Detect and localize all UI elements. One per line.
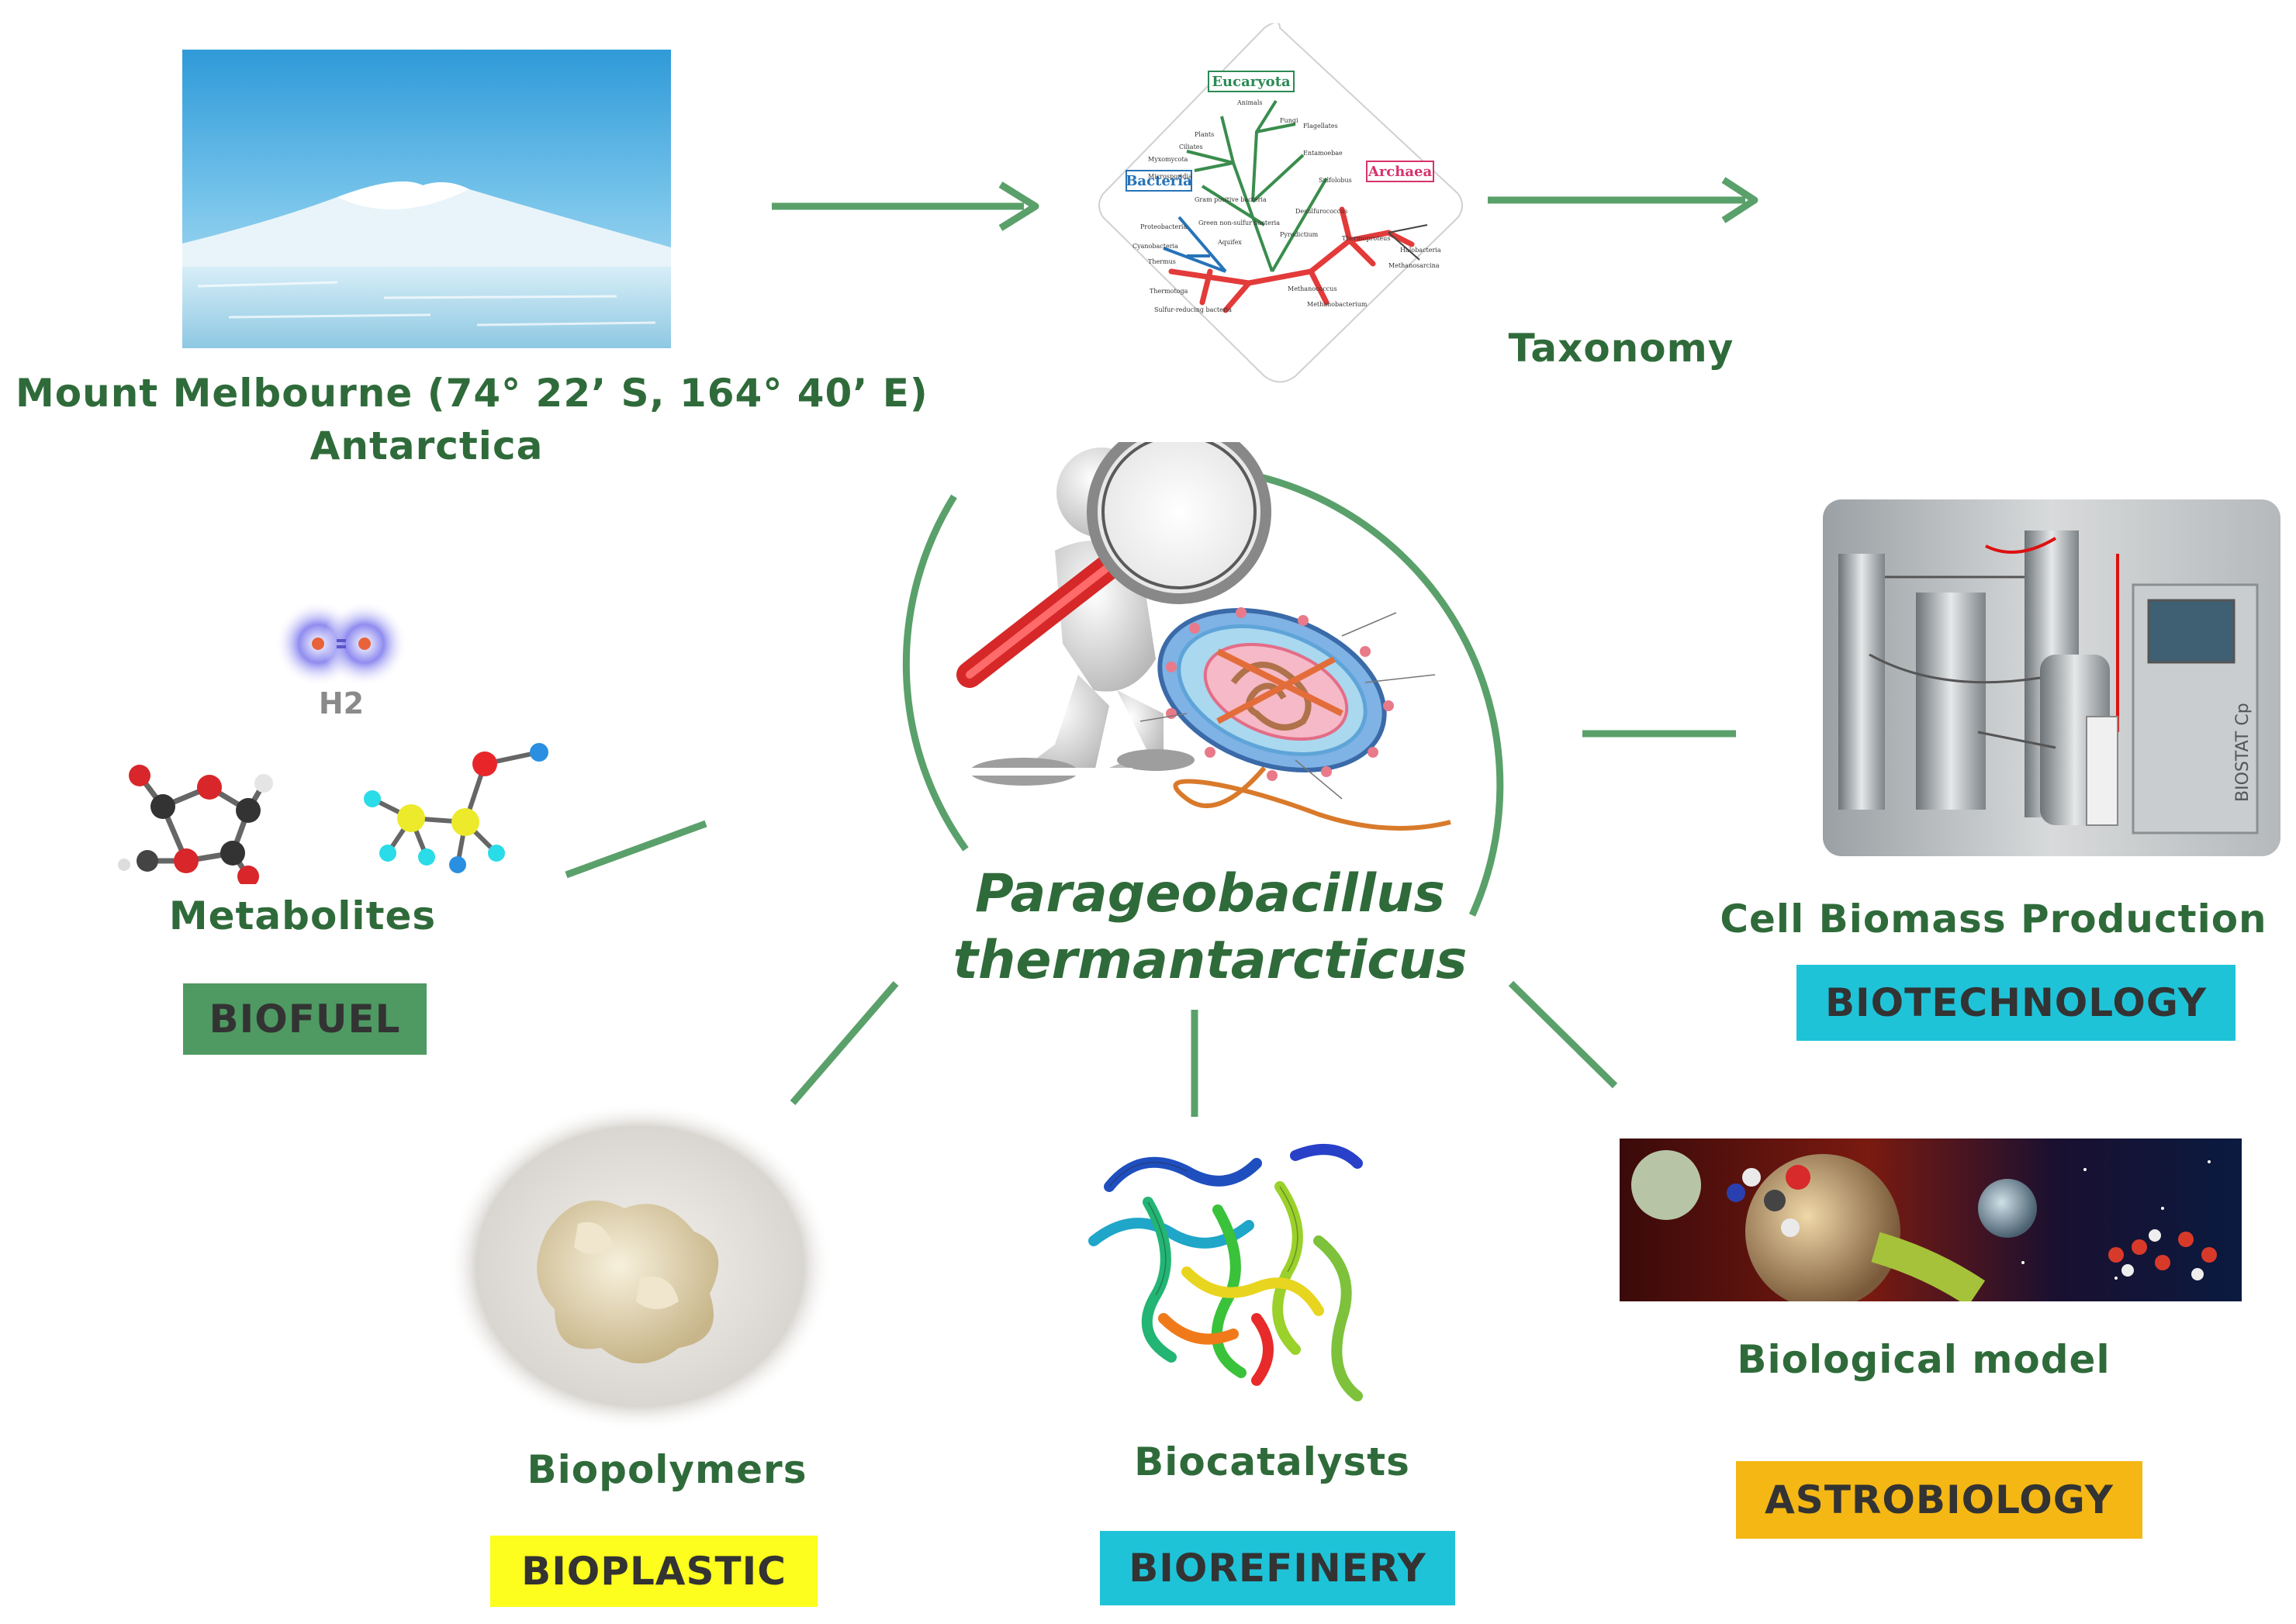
biotechnology-tag: BIOTECHNOLOGY (1796, 965, 2235, 1041)
center-title-line2: thermantarcticus (953, 930, 1468, 991)
mount-melbourne-photo (182, 50, 671, 348)
svg-text:Flagellates: Flagellates (1303, 123, 1338, 130)
biopolymer-sample-photo (448, 1102, 832, 1431)
svg-text:Proteobacteria: Proteobacteria (1140, 223, 1187, 230)
svg-text:Methanobacterium: Methanobacterium (1307, 301, 1368, 308)
h2-text: H2 (319, 686, 364, 720)
spoke-biopolymers (790, 981, 899, 1105)
biostat-panel-text: BIOSTAT Cp (2233, 703, 2253, 802)
svg-text:Fungi: Fungi (1280, 117, 1298, 124)
tree-archaea-label: Archaea (1368, 164, 1433, 180)
tree-frame (1098, 23, 1463, 383)
lactide-molecule-icon (118, 765, 273, 884)
svg-text:Ciliates: Ciliates (1179, 143, 1203, 150)
svg-text:Thermoproteus: Thermoproteus (1342, 235, 1390, 242)
biomass-label: Cell Biomass Production (1720, 897, 2267, 942)
tree-eucaryota-label: Eucaryota (1212, 74, 1291, 90)
tree-bacteria-label: Bacteria (1126, 173, 1192, 189)
center-circle-left-arc (902, 494, 969, 852)
svg-text:Green non-sulfur bacteria: Green non-sulfur bacteria (1198, 219, 1280, 226)
h2-molecule-icon: H2 (275, 601, 407, 720)
biological-model-label: Biological model (1737, 1337, 2111, 1382)
arrow-antarctica-to-tree (772, 181, 1039, 231)
biorefinery-tag: BIOREFINERY (1100, 1531, 1455, 1605)
svg-text:Thermotoga: Thermotoga (1150, 288, 1188, 295)
svg-text:Entamoebae: Entamoebae (1303, 150, 1343, 157)
astrobiology-tag: ASTROBIOLOGY (1736, 1461, 2142, 1539)
svg-text:Gram positive bacteria: Gram positive bacteria (1195, 196, 1267, 203)
bioreactor-photo: BIOSTAT Cp (1823, 499, 2280, 856)
svg-text:Plants: Plants (1195, 131, 1214, 138)
antarctica-label-line2: Antarctica (309, 423, 544, 468)
svg-text:Methanococcus: Methanococcus (1288, 285, 1337, 292)
bacterium-cell-illustration (1140, 607, 1451, 831)
svg-text:Pyrodictium: Pyrodictium (1280, 231, 1319, 238)
taxonomy-label: Taxonomy (1508, 326, 1734, 371)
center-title-line1: Parageobacillus (975, 863, 1445, 924)
svg-text:Sulfolobus: Sulfolobus (1319, 177, 1352, 184)
antarctica-label-line1: Mount Melbourne (74° 22’ S, 164° 40’ E) (16, 371, 928, 416)
spoke-model (1508, 980, 1618, 1089)
ethanol-molecule-icon (364, 743, 548, 873)
svg-text:Methanosarcina: Methanosarcina (1388, 262, 1440, 269)
researcher-with-magnifier (946, 442, 1271, 786)
astrobiology-collage (1620, 1139, 2242, 1301)
bioplastic-tag: BIOPLASTIC (490, 1536, 818, 1607)
biofuel-tag: BIOFUEL (183, 983, 427, 1055)
protein-structure-image (1088, 1144, 1363, 1401)
spoke-metabolites (565, 820, 707, 879)
svg-text:Halobacteria: Halobacteria (1400, 247, 1441, 254)
phylogenetic-tree: Eucaryota Bacteria Archaea AnimalsFungiF… (1098, 23, 1463, 383)
biopolymers-label: Biopolymers (527, 1447, 807, 1492)
arrow-tree-to-taxonomy (1488, 177, 1758, 223)
svg-text:Aquifex: Aquifex (1217, 239, 1242, 246)
center-circle-right-arc (1250, 471, 1504, 917)
svg-text:Desulfurococcus: Desulfurococcus (1295, 208, 1347, 215)
svg-text:Animals: Animals (1236, 99, 1263, 106)
svg-text:Microsporidia: Microsporidia (1148, 173, 1192, 180)
biocatalysts-label: Biocatalysts (1134, 1439, 1410, 1484)
svg-text:Myxomycota: Myxomycota (1148, 156, 1188, 163)
svg-text:Cyanobacteria: Cyanobacteria (1132, 243, 1178, 250)
svg-text:Thermus: Thermus (1148, 258, 1176, 265)
svg-text:Sulfur-reducing bacteria: Sulfur-reducing bacteria (1154, 306, 1232, 313)
metabolites-label: Metabolites (168, 893, 437, 938)
